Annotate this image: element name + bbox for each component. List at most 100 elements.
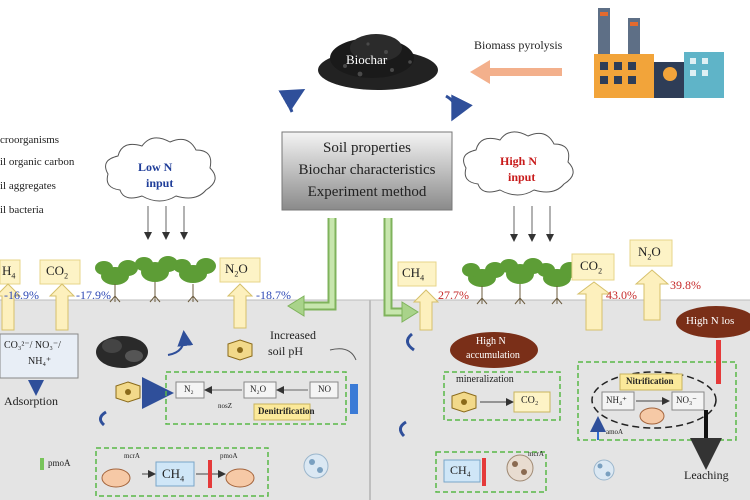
nosz-label: nosZ	[218, 402, 232, 410]
pmoa-bar	[208, 460, 212, 488]
co2-box-right	[513, 391, 551, 413]
legend-text: pmoA	[48, 458, 71, 468]
nitrification-label: Nitrification	[626, 376, 674, 386]
factor-list-item-1: croorganisms	[0, 134, 60, 146]
gas-box-n2o-right	[629, 239, 673, 267]
pct-ch4-left: -16.9%	[4, 288, 39, 302]
gas-label-n2o-right: N2O	[638, 244, 661, 262]
rain-arrows-right	[510, 206, 554, 242]
cloud-icon	[105, 137, 216, 202]
chain-no: NO	[318, 384, 331, 394]
mcra-label-left: mcrA	[124, 452, 140, 460]
chain-n2: N₂	[184, 384, 194, 394]
pct-n2o-right: 39.8%	[670, 278, 701, 292]
spiral-icon	[406, 332, 415, 352]
denitrification-box	[165, 371, 347, 425]
cloud-icon	[463, 131, 574, 196]
chain-n2o: N₂O	[250, 384, 267, 394]
pyrolysis-label: Biomass pyrolysis	[474, 38, 563, 52]
methane-box-left	[95, 447, 269, 497]
gas-box-co2-left	[39, 259, 81, 285]
cycle-arrow-left	[278, 89, 306, 113]
ion-box	[0, 333, 79, 379]
no3-box	[671, 391, 705, 411]
gas-box-n2o-left	[219, 257, 261, 283]
co2-box-label: CO₂	[521, 395, 539, 406]
ch4-box-left	[155, 461, 195, 487]
low-n-cloud-line-1: Low N	[138, 160, 173, 174]
mcra-label-right: mcrA	[528, 450, 544, 458]
biochar-pile-icon	[318, 34, 438, 90]
nitrification-label-box	[619, 373, 683, 391]
n-loss-bar	[716, 340, 721, 384]
pct-co2-left: -17.9%	[76, 288, 111, 302]
gas-label-co2-right: CO2	[580, 258, 603, 276]
denitrification-label: Denitrification	[258, 406, 315, 416]
factory-icon	[594, 8, 724, 98]
pct-n2o-left: -18.7%	[256, 288, 291, 302]
mineralization-box	[443, 371, 561, 421]
methane-box-right	[435, 451, 547, 493]
factor-list-item-4: il bacteria	[0, 204, 44, 216]
ph-arrow	[167, 330, 194, 356]
enzyme-icon	[639, 407, 665, 425]
spiral-icon	[399, 420, 407, 438]
pct-co2-right: 43.0%	[606, 288, 637, 302]
adsorption-label: Adsorption	[4, 394, 58, 408]
leaching-label: Leaching	[684, 468, 729, 482]
microbe-cluster-icon	[506, 454, 534, 482]
center-line-2: Biochar characteristics	[298, 162, 436, 178]
gas-label-ch4-right: CH4	[402, 265, 425, 283]
no3-label: NO₃⁻	[676, 395, 697, 405]
spiral-icon	[99, 410, 107, 427]
factor-list-item-3: il aggregates	[0, 180, 56, 192]
biochar-label: Biochar	[346, 52, 388, 67]
center-factor-box	[281, 131, 453, 211]
cycle-arrow-right	[445, 94, 473, 122]
ch4-box-right-label: CH₄	[450, 463, 471, 477]
amoa-label: amoA	[606, 428, 624, 436]
high-n-accum-line-2: accumulation	[466, 350, 520, 361]
plant-icon	[95, 256, 216, 303]
ph-curve	[329, 348, 357, 361]
microbe-icon	[227, 339, 253, 361]
microbe-icon	[115, 381, 141, 403]
microbe-icon	[451, 391, 477, 413]
nirk-bar	[350, 384, 358, 414]
low-n-cloud-line-2: input	[146, 176, 174, 190]
rain-arrows-left	[144, 206, 188, 240]
emission-arrows	[0, 269, 670, 331]
center-line-3: Experiment method	[307, 184, 427, 200]
ion-text-line-2: NH₄⁺	[28, 356, 52, 367]
nitrification-box	[577, 361, 737, 441]
chain-box-no	[309, 381, 339, 399]
ion-text-line-1: CO₃²⁻/ NO₃⁻/	[4, 340, 61, 351]
increased-ph-line-2: soil pH	[268, 344, 304, 358]
nh4-label: NH₄⁺	[606, 395, 627, 405]
high-n-loss-oval	[676, 306, 750, 338]
denitrification-label-box	[253, 403, 311, 421]
biochar-particle-icon	[96, 336, 148, 368]
pyrolysis-arrow	[470, 60, 562, 84]
increased-ph-line-1: Increased	[270, 328, 316, 342]
plant-icon	[462, 258, 580, 305]
nitrification-cycle	[591, 371, 717, 429]
green-arrow-left	[287, 218, 337, 317]
high-n-cloud-line-2: input	[508, 170, 536, 184]
green-arrow-right	[383, 218, 419, 323]
factor-list-item-2: il organic carbon	[0, 156, 75, 168]
high-n-cloud-line-1: High N	[500, 154, 538, 168]
gas-label-n2o-left: N2O	[225, 261, 248, 279]
legend-swatch	[40, 458, 44, 470]
pmoa-label-left: pmoA	[220, 452, 238, 460]
mcra-bar	[482, 458, 486, 486]
enzyme-icon	[101, 468, 255, 488]
gas-box-ch4-left	[0, 259, 21, 285]
nh4-box	[601, 391, 635, 411]
ch4-bottom-left: CH4	[162, 466, 185, 484]
high-n-accumulation-oval	[450, 332, 538, 368]
microbe-cluster-icon	[593, 459, 615, 481]
ch4-box-right	[443, 459, 481, 483]
